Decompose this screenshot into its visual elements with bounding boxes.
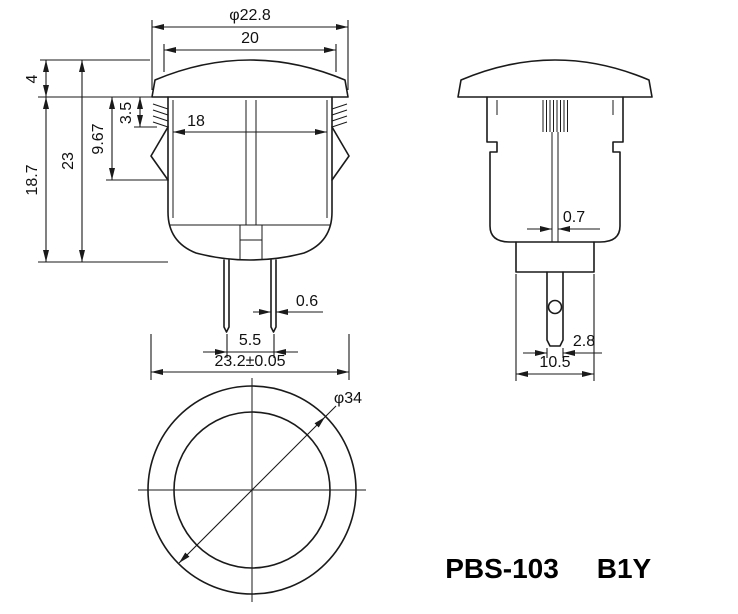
dim-text-terminal-thickness: 0.6 — [296, 293, 318, 310]
front-extension-lines — [38, 20, 350, 380]
terminal-pin-right — [270, 259, 277, 333]
part-variant: B1Y — [597, 553, 652, 584]
inner-wall-lines — [172, 100, 328, 218]
shoulder-notch-lines — [496, 100, 614, 115]
dim-text-base-width: 10.5 — [539, 354, 570, 371]
side-view: 0.7 2.8 10.5 — [457, 59, 653, 381]
dim-text-overall-height: 23 — [60, 152, 77, 170]
front-view: φ22.8 20 4 18.7 23 9.67 3.5 18 0.6 5.5 2… — [24, 7, 350, 380]
serration-hatch-right — [331, 103, 348, 128]
dim-line-flange-diameter — [178, 416, 326, 564]
dim-text-cap-height: 4 — [24, 74, 41, 83]
cap-outline — [151, 59, 349, 98]
dim-leader-flange-diameter — [324, 405, 337, 418]
terminal-pin-left — [223, 259, 230, 333]
center-stem-side — [551, 132, 559, 242]
dim-text-body-height: 18.7 — [24, 164, 41, 195]
dim-text-snap-depth: 9.67 — [90, 123, 107, 154]
title-block: PBS-103 B1Y — [445, 553, 651, 584]
center-stem-lines — [245, 100, 257, 225]
dim-text-flange-diameter: φ34 — [334, 390, 362, 407]
spring-hatch — [542, 100, 568, 132]
dim-text-cap-top-width: 20 — [241, 30, 259, 47]
dim-text-mounting-width: 23.2±0.05 — [214, 353, 285, 370]
terminal-pin-side — [546, 271, 564, 347]
bottom-tab — [239, 225, 263, 260]
body-outline — [167, 96, 333, 261]
dim-text-terminal-pitch: 5.5 — [239, 332, 261, 349]
snap-barb-left — [150, 126, 169, 181]
body-outline-side — [486, 96, 624, 243]
dim-text-cap-diameter: φ22.8 — [229, 7, 271, 24]
dim-text-stem-thickness: 0.7 — [563, 209, 585, 226]
dim-text-bezel-height: 3.5 — [118, 102, 135, 124]
snap-barb-right — [331, 126, 350, 181]
dim-text-terminal-width: 2.8 — [573, 333, 595, 350]
dim-text-inner-width: 18 — [187, 113, 205, 130]
cap-outline-side — [457, 59, 653, 98]
part-number: PBS-103 — [445, 553, 559, 584]
terminal-pin-hole — [547, 299, 563, 315]
terminal-base-block — [515, 241, 595, 273]
top-view: φ34 — [138, 378, 366, 602]
serration-hatch-left — [152, 103, 169, 128]
